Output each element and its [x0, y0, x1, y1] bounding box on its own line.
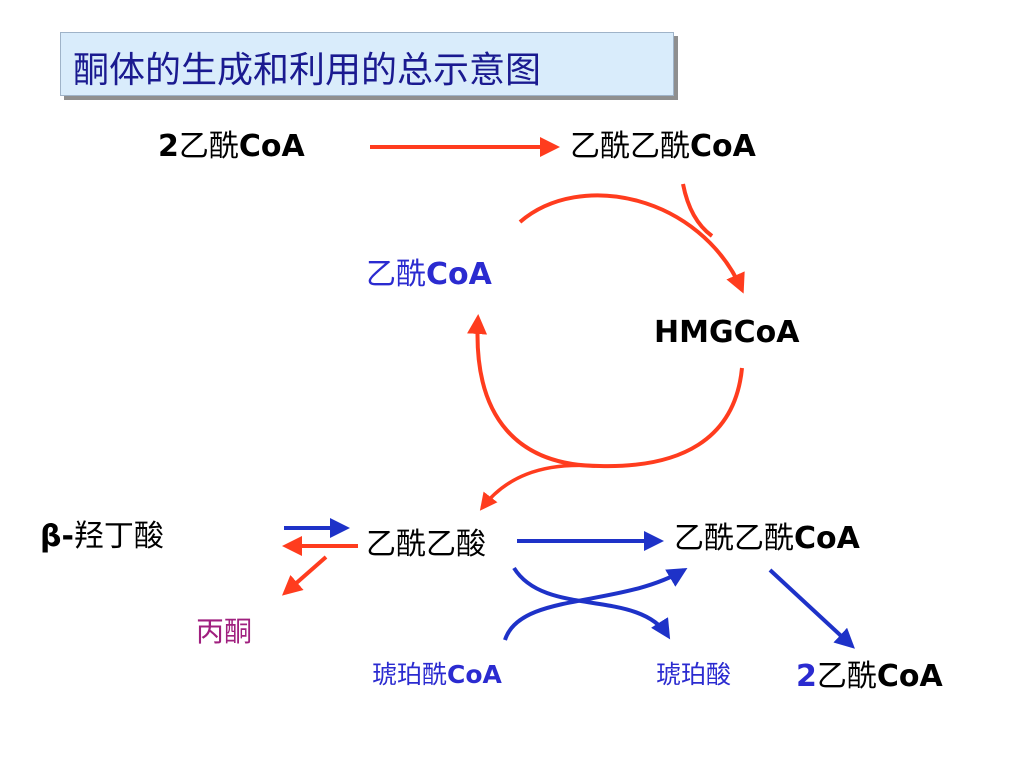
label-succinyl-coa: 琥珀酰CoA [372, 660, 502, 689]
label-acetoacetyl-coa-bottom: 乙酰乙酰CoA [674, 521, 860, 556]
label-acetoacetyl-coa-top: 乙酰乙酰CoA [570, 129, 756, 164]
label-acetyl-coa-cycle: 乙酰CoA [366, 257, 492, 292]
arrow-acetoacetate-to-succinate [512, 566, 671, 640]
label-succinate: 琥珀酸 [656, 660, 732, 689]
label-beta-hydroxybutyrate: β-羟丁酸 [40, 519, 164, 554]
label-hmg-coa: HMGCoA [654, 315, 800, 350]
label-acetone: 丙酮 [196, 615, 253, 648]
label-2-acetyl-coa-bottom: 2乙酰CoA [796, 659, 943, 694]
arrow-to-acetone [281, 555, 328, 596]
label-2-acetyl-coa-top: 2乙酰CoA [158, 129, 305, 164]
arrow-cycle-to-acetoacetate [479, 463, 596, 511]
arrow-acetoacetyl-to-2acetyl [768, 568, 855, 649]
title-box: 酮体的生成和利用的总示意图 [60, 32, 674, 96]
page-title: 酮体的生成和利用的总示意图 [73, 50, 542, 91]
arrow-hmg-cycle [467, 314, 744, 469]
arrow-acetyl-join-to-hmg [518, 193, 745, 294]
arrow-acetoacetyl-to-hmg [681, 183, 714, 238]
label-acetoacetate: 乙酰乙酸 [366, 527, 486, 562]
